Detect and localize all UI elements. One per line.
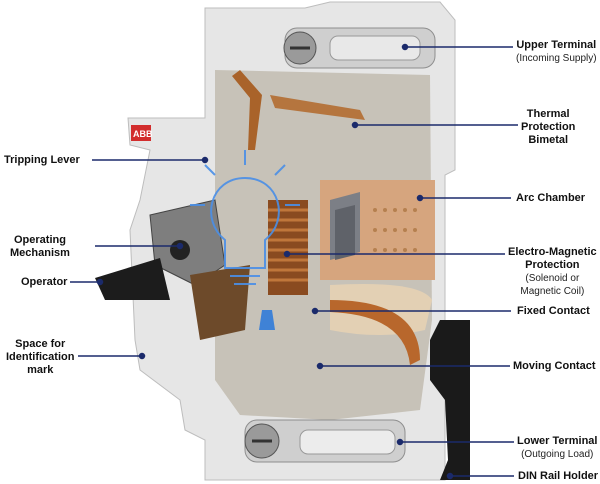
label-lower-terminal: Lower Terminal (Outgoing Load) (517, 435, 597, 461)
label-moving-contact: Moving Contact (513, 360, 596, 372)
label-fixed-contact: Fixed Contact (517, 305, 590, 317)
arc-runner (330, 300, 420, 365)
label-arc-chamber: Arc Chamber (516, 192, 586, 204)
label-em-line4: Magnetic Coil) (520, 286, 585, 297)
lightbulb-icon (190, 150, 300, 285)
label-em-line1: Electro-Magnetic (508, 246, 597, 258)
label-upper-terminal: Upper Terminal (Incoming Supply) (516, 39, 597, 65)
solenoid-coil (268, 200, 308, 295)
label-thermal-line2: Protection (521, 121, 576, 133)
leader-lines (70, 43, 518, 480)
lower-terminal (244, 419, 406, 463)
label-electro-magnetic: Electro-Magnetic Protection (Solenoid or… (508, 246, 597, 298)
label-lower-terminal-sub: (Outgoing Load) (521, 449, 594, 460)
label-thermal-line3: Bimetal (528, 134, 569, 146)
arc-plates (330, 192, 360, 260)
operator-handle (95, 258, 170, 300)
label-operator: Operator (21, 276, 68, 288)
abb-logo: ABB (133, 129, 153, 139)
label-din-rail-holder: DIN Rail Holder (518, 470, 599, 482)
label-space-line2: Identification (6, 351, 75, 363)
label-em-line3: (Solenoid or (525, 273, 580, 284)
label-operating-mechanism-line1: Operating (13, 234, 66, 246)
label-space-line3: mark (27, 364, 54, 376)
label-thermal-line1: Thermal (526, 108, 570, 120)
abb-logo-plate (131, 125, 151, 141)
label-tripping-lever: Tripping Lever (4, 154, 80, 166)
din-rail-holder (430, 320, 470, 480)
bimetal-strip (270, 95, 365, 120)
label-operating-mechanism-line2: Mechanism (10, 247, 70, 259)
label-space-line1: Space for (15, 338, 66, 350)
arc-chamber-holes (373, 208, 417, 252)
copper-lead (232, 70, 262, 150)
label-em-line2: Protection (525, 259, 580, 271)
label-upper-terminal-title: Upper Terminal (516, 39, 597, 51)
label-lower-terminal-title: Lower Terminal (517, 435, 598, 447)
label-space-identification: Space for Identification mark (6, 338, 74, 377)
label-upper-terminal-sub: (Incoming Supply) (516, 53, 597, 64)
label-thermal-protection: Thermal Protection Bimetal (521, 108, 575, 147)
blue-contact (259, 310, 275, 330)
label-operating-mechanism: Operating Mechanism (10, 234, 70, 260)
upper-terminal (283, 27, 436, 69)
